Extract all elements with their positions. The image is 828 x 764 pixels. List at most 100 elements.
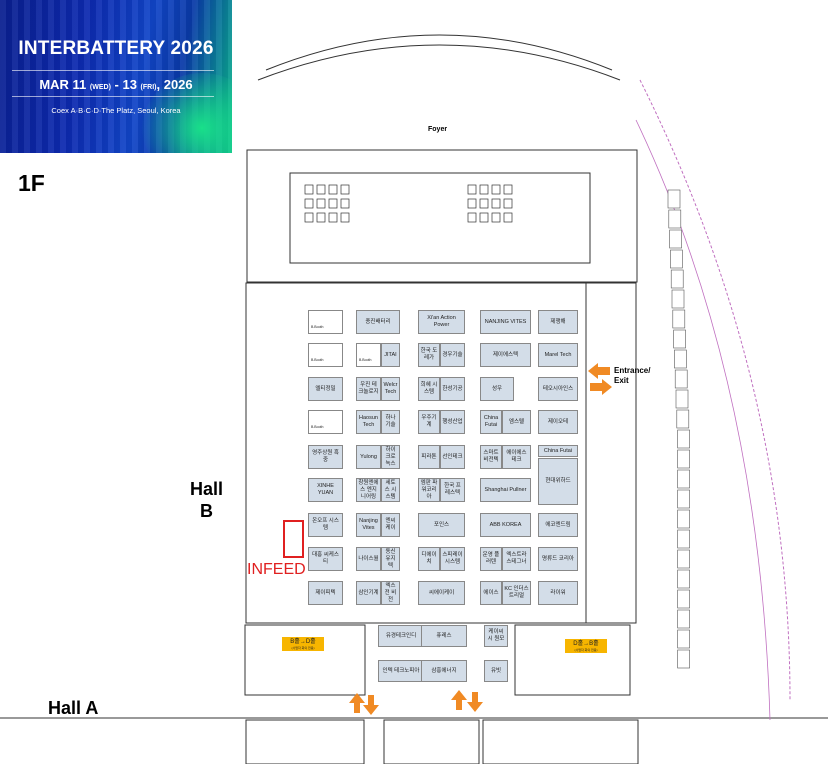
booth[interactable]: JITAI bbox=[381, 343, 400, 367]
booth[interactable]: 동신 유지텍 bbox=[381, 547, 400, 571]
booth[interactable]: 유경테크인디 bbox=[378, 625, 424, 647]
foyer-table bbox=[503, 184, 513, 195]
foyer-table bbox=[491, 198, 501, 209]
side-booth bbox=[677, 629, 690, 649]
booth[interactable]: 엠스텔 bbox=[502, 410, 531, 434]
side-booth bbox=[674, 349, 687, 369]
side-booth bbox=[670, 269, 684, 289]
booth[interactable]: 제이오테 bbox=[538, 410, 578, 434]
booth[interactable]: B.Booth bbox=[356, 343, 381, 367]
booth[interactable]: 엑스트라 스테그너 bbox=[502, 547, 531, 571]
booth[interactable]: 선인테크 bbox=[440, 445, 465, 469]
booth[interactable]: Welcr Tech bbox=[381, 377, 400, 401]
booth[interactable]: Marel Tech bbox=[538, 343, 578, 367]
booth[interactable]: Haosun Tech bbox=[356, 410, 381, 434]
booth[interactable]: ABB KOREA bbox=[480, 513, 531, 537]
booth[interactable]: 나이스월 bbox=[356, 547, 381, 571]
outer-boundary bbox=[635, 119, 771, 721]
booth[interactable]: 테오시아인스 bbox=[538, 377, 578, 401]
side-booth bbox=[670, 249, 683, 269]
booth[interactable]: 현대위하드 bbox=[538, 458, 578, 505]
booth[interactable]: NANJING VITES bbox=[480, 310, 531, 334]
foyer-table bbox=[491, 212, 501, 223]
booth[interactable]: Shanghai Pullner bbox=[480, 478, 531, 502]
booth[interactable]: 한성기공 bbox=[440, 377, 465, 401]
booth[interactable]: 세토스 시스템 bbox=[381, 478, 400, 502]
booth[interactable]: 종진배터리 bbox=[356, 310, 400, 334]
side-booth bbox=[677, 549, 690, 569]
booth[interactable]: 우주기계 bbox=[418, 410, 440, 434]
booth[interactable]: 삼흥에너지 bbox=[421, 660, 467, 682]
foyer-table bbox=[503, 212, 513, 223]
booth[interactable]: 퓨레스 bbox=[421, 625, 467, 647]
booth[interactable]: Nanjing Vites bbox=[356, 513, 381, 537]
booth[interactable]: 제쟁해 bbox=[538, 310, 578, 334]
sign-d-to-b: D홀→B홀(사업자 회의 전용) bbox=[565, 639, 607, 653]
foyer-table bbox=[340, 198, 350, 209]
booth[interactable]: 포인스 bbox=[418, 513, 465, 537]
side-booth bbox=[673, 329, 686, 349]
booth[interactable]: 씨에이케이 bbox=[418, 581, 465, 605]
booth[interactable]: 피라톤 bbox=[418, 445, 440, 469]
booth[interactable]: 영주상원 흑중 bbox=[308, 445, 343, 469]
stair-block bbox=[514, 624, 631, 696]
booth[interactable]: 하이크로 녹스 bbox=[381, 445, 400, 469]
booth[interactable]: 행성산업 bbox=[440, 410, 465, 434]
booth[interactable]: 인텍 테크노피아 bbox=[378, 660, 424, 682]
booth[interactable]: 에이스 bbox=[480, 581, 502, 605]
booth[interactable]: KC 인더스 트리얼 bbox=[502, 581, 531, 605]
foyer-table bbox=[328, 212, 338, 223]
side-booth bbox=[677, 449, 690, 469]
booth[interactable]: 한국 프레스텍 bbox=[440, 478, 465, 502]
booth[interactable]: 에코엔드림 bbox=[538, 513, 578, 537]
foyer-arc bbox=[265, 34, 613, 71]
booth[interactable]: 명류드 코리아 bbox=[538, 547, 578, 571]
foyer-table bbox=[304, 212, 314, 223]
booth[interactable]: 엠판 파워코리아 bbox=[418, 478, 440, 502]
booth[interactable]: 희혜 시스템 bbox=[418, 377, 440, 401]
booth[interactable]: China Futai bbox=[538, 445, 578, 457]
booth[interactable]: 삼인기계 bbox=[356, 581, 381, 605]
floor-label: 1F bbox=[18, 170, 45, 196]
booth[interactable]: 라이워 bbox=[538, 581, 578, 605]
booth[interactable]: 스피레이 시스템 bbox=[440, 547, 465, 571]
arrow-up-icon bbox=[451, 690, 467, 710]
foyer-table bbox=[479, 212, 489, 223]
booth[interactable]: 디에이치 bbox=[418, 547, 440, 571]
booth[interactable]: 운영 플러텐 bbox=[480, 547, 502, 571]
stair-block bbox=[244, 624, 366, 696]
booth[interactable]: 케이씨시 원모 bbox=[484, 625, 508, 647]
booth[interactable]: 스마트 비전텍 bbox=[480, 445, 502, 469]
booth[interactable]: 제이피텍 bbox=[308, 581, 343, 605]
booth[interactable]: 경우기술 bbox=[440, 343, 465, 367]
booth[interactable]: 대흥 씨케스티 bbox=[308, 547, 343, 571]
booth[interactable]: Yulong bbox=[356, 445, 381, 469]
foyer-table bbox=[304, 198, 314, 209]
booth[interactable]: 온오프 시스템 bbox=[308, 513, 343, 537]
sign-b-to-d: B홀→D홀(사업자 회의 전용) bbox=[282, 637, 324, 651]
booth[interactable]: B.Booth bbox=[308, 410, 343, 434]
booth[interactable]: 엔씨케이 bbox=[381, 513, 400, 537]
booth[interactable]: China Futai bbox=[480, 410, 502, 434]
hall-a-wall bbox=[482, 719, 639, 764]
booth[interactable]: 성우 bbox=[480, 377, 514, 401]
side-booth bbox=[676, 409, 690, 429]
booth[interactable]: 에이에스 테크 bbox=[502, 445, 531, 469]
booth[interactable]: 창원엔에스 엔지니어링 bbox=[356, 478, 381, 502]
booth[interactable]: 한국 도레가 bbox=[418, 343, 440, 367]
booth[interactable]: B.Booth bbox=[308, 310, 343, 334]
entrance-exit-label: Entrance/ Exit bbox=[614, 366, 651, 385]
hall-a-label: Hall A bbox=[48, 698, 99, 718]
booth[interactable]: 유빗 bbox=[484, 660, 508, 682]
booth[interactable]: 엘티정밀 bbox=[308, 377, 343, 401]
booth[interactable]: 엑스전 비전 bbox=[381, 581, 400, 605]
booth[interactable]: XINHE YUAN bbox=[308, 478, 343, 502]
booth[interactable]: 제이에스텍 bbox=[480, 343, 531, 367]
side-booth bbox=[668, 209, 682, 229]
side-booth bbox=[677, 609, 690, 629]
booth[interactable]: B.Booth bbox=[308, 343, 343, 367]
booth[interactable]: 우진 테크놀로지 bbox=[356, 377, 381, 401]
booth[interactable]: Xi'an Action Power bbox=[418, 310, 465, 334]
booth[interactable]: 하나기술 bbox=[381, 410, 400, 434]
